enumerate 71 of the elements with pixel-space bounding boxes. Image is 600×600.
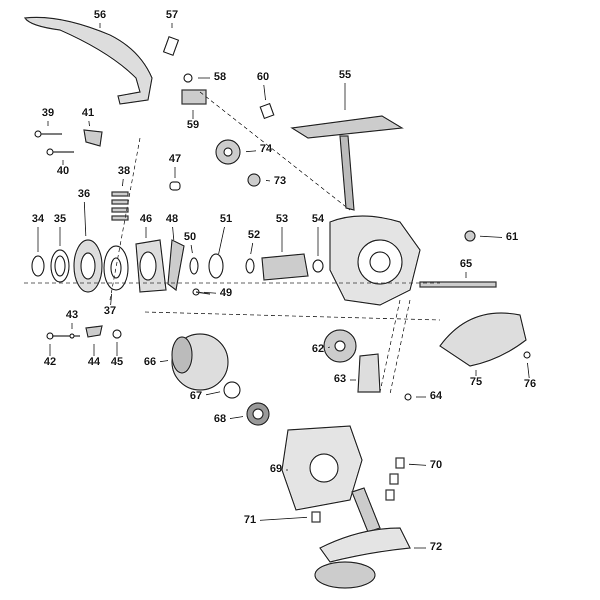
leader-line — [160, 360, 168, 362]
callout-number: 69 — [266, 463, 286, 477]
callout-number: 39 — [38, 107, 58, 121]
leader-line — [62, 160, 64, 166]
leader-line — [266, 180, 270, 182]
callout-number: 43 — [62, 309, 82, 323]
callout-number: 48 — [162, 213, 182, 227]
callout-number: 59 — [183, 119, 203, 133]
leader-line — [172, 226, 174, 240]
callout-number: 36 — [74, 188, 94, 202]
callout-number: 45 — [107, 356, 127, 370]
leader-line — [230, 416, 244, 419]
callout-number: 51 — [216, 213, 236, 227]
leader-line — [328, 346, 330, 348]
callout-number: 57 — [162, 9, 182, 23]
callout-number: 67 — [186, 390, 206, 404]
leader-line — [260, 516, 308, 521]
callout-number: 66 — [140, 356, 160, 370]
callout-number: 49 — [216, 287, 236, 301]
callout-number: 41 — [78, 107, 98, 121]
callout-number: 56 — [90, 9, 110, 23]
ring-part — [208, 253, 224, 279]
leader-line — [527, 362, 530, 378]
callout-number: 38 — [114, 165, 134, 179]
callout-number: 54 — [308, 213, 328, 227]
callout-number: 65 — [456, 258, 476, 272]
callout-number: 53 — [272, 213, 292, 227]
callout-number: 47 — [165, 153, 185, 167]
leader-line — [246, 150, 256, 152]
callout-number: 52 — [244, 229, 264, 243]
callout-number: 55 — [335, 69, 355, 83]
callout-number: 60 — [253, 71, 273, 85]
leader-line — [206, 391, 221, 396]
callout-number: 37 — [100, 305, 120, 319]
callout-number: 35 — [50, 213, 70, 227]
callout-number: 50 — [180, 231, 200, 245]
callout-number: 68 — [210, 413, 230, 427]
callout-number: 75 — [466, 376, 486, 390]
callout-number: 34 — [28, 213, 48, 227]
leader-line — [344, 82, 346, 110]
callout-number: 58 — [210, 71, 230, 85]
plate-part — [167, 239, 185, 292]
callout-number: 44 — [84, 356, 104, 370]
leader-line — [122, 178, 124, 186]
callout-number: 61 — [502, 231, 522, 245]
callout-number: 70 — [426, 459, 446, 473]
callout-number: 62 — [308, 343, 328, 357]
callout-number: 40 — [53, 165, 73, 179]
callout-number: 76 — [520, 378, 540, 392]
callout-number: 63 — [330, 373, 350, 387]
leader-line — [84, 202, 86, 236]
callout-number: 64 — [426, 390, 446, 404]
leader-line — [218, 226, 225, 254]
leader-line — [204, 292, 216, 294]
leader-line — [408, 464, 426, 466]
leader-line — [174, 166, 176, 178]
leader-line — [88, 120, 90, 126]
callout-number: 46 — [136, 213, 156, 227]
leader-line — [416, 396, 426, 398]
leader-line — [110, 294, 112, 306]
callout-number: 72 — [426, 541, 446, 555]
callout-number: 42 — [40, 356, 60, 370]
leader-line — [263, 84, 266, 100]
callout-number: 74 — [256, 143, 276, 157]
callout-number: 71 — [240, 514, 260, 528]
leader-line — [190, 244, 193, 254]
leader-line — [480, 236, 502, 238]
callout-number: 73 — [270, 175, 290, 189]
leader-line — [116, 342, 118, 356]
leader-line — [250, 242, 254, 255]
leader-line — [192, 110, 194, 120]
